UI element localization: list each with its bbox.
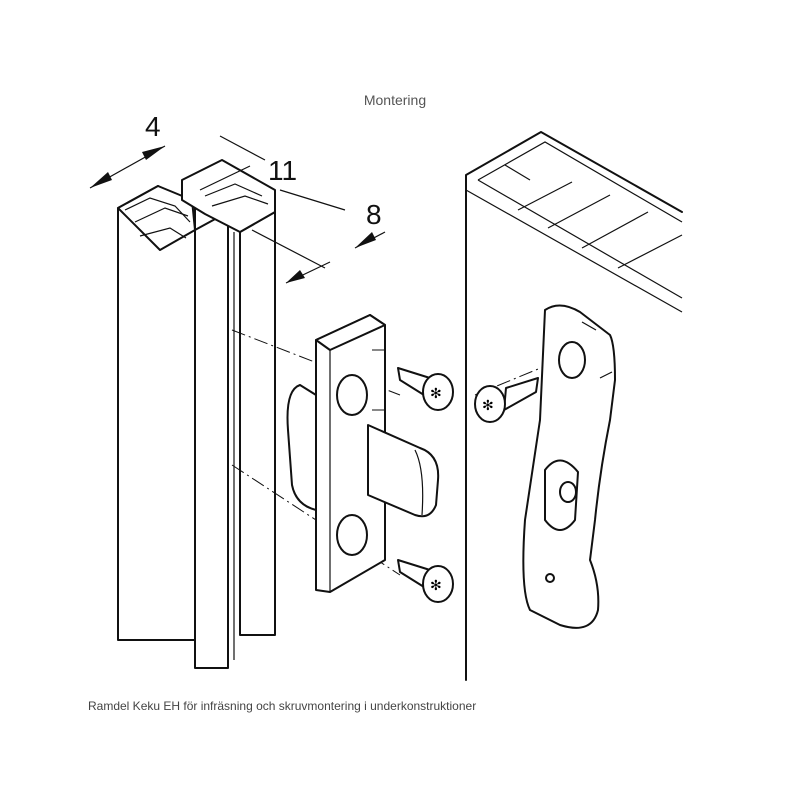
dimension-11: 11 — [268, 155, 297, 186]
svg-text:✻: ✻ — [430, 385, 442, 401]
screw-icon: ✻ — [397, 559, 454, 603]
latch-catch — [522, 304, 616, 629]
cabinet — [465, 131, 683, 681]
dimension-lines: 4 11 8 — [89, 111, 386, 284]
strike-plate — [286, 314, 440, 593]
diagram-caption: Ramdel Keku EH för infräsning och skruvm… — [88, 699, 477, 713]
screw-icon: ✻ — [474, 377, 539, 423]
dimension-4: 4 — [145, 111, 161, 142]
svg-text:✻: ✻ — [482, 397, 494, 413]
screw-icon: ✻ — [397, 367, 454, 411]
wooden-frame-post — [117, 159, 276, 669]
diagram-title: Montering — [363, 92, 427, 108]
svg-text:✻: ✻ — [430, 577, 442, 593]
dimension-8: 8 — [366, 199, 382, 230]
